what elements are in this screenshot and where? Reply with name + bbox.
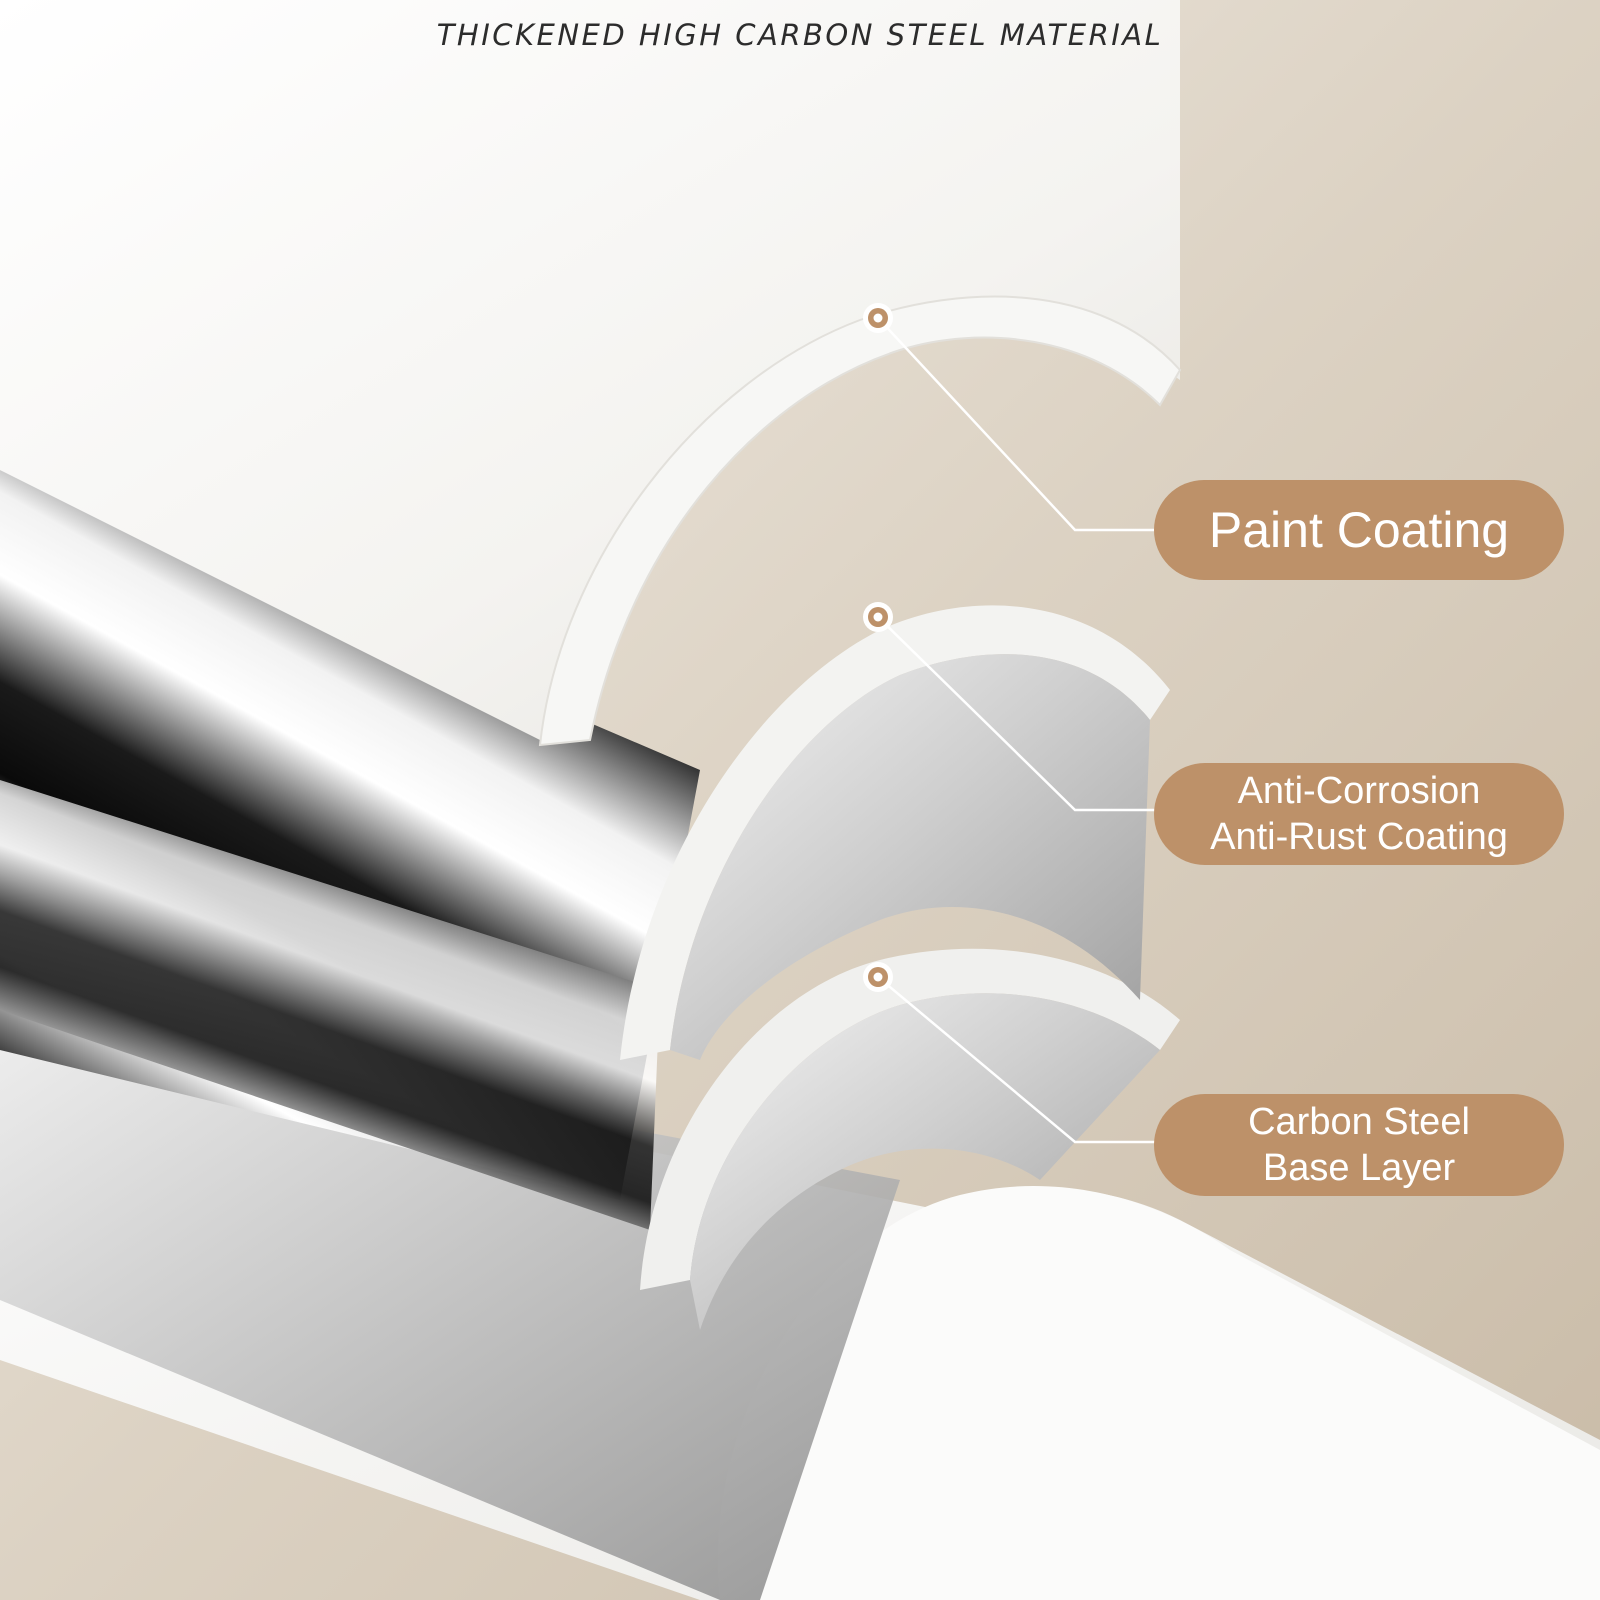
callout-carbon-steel-line-2: Base Layer <box>1262 1147 1456 1189</box>
headline: THICKENED HIGH CARBON STEEL MATERIAL <box>436 18 1164 52</box>
callout-anti-corrosion: Anti-Corrosion Anti-Rust Coating <box>1154 763 1564 865</box>
callout-paint-coating-label: Paint Coating <box>1208 502 1510 558</box>
leader-lines <box>877 317 1156 1144</box>
callout-carbon-steel-line-1: Carbon Steel <box>1248 1101 1470 1143</box>
callout-carbon-steel-base: Carbon Steel Base Layer <box>1154 1094 1564 1196</box>
base-layer-shell-edge <box>640 948 1180 1290</box>
paint-shell-body <box>0 0 1180 740</box>
chrome-steel-shaft-lower <box>0 780 660 1230</box>
callout-paint-coating: Paint Coating <box>1154 480 1564 580</box>
anti-corrosion-shell-edge <box>620 605 1170 1060</box>
paint-shell-edge <box>538 295 1182 747</box>
base-layer-shell <box>690 993 1160 1330</box>
marker-dots <box>863 303 893 992</box>
callout-anti-corrosion-line-1: Anti-Corrosion <box>1237 770 1481 812</box>
callout-anti-corrosion-line-2: Anti-Rust Coating <box>1210 816 1508 858</box>
lower-pipe-end <box>717 1186 1600 1600</box>
anti-corrosion-shell <box>670 654 1150 1060</box>
